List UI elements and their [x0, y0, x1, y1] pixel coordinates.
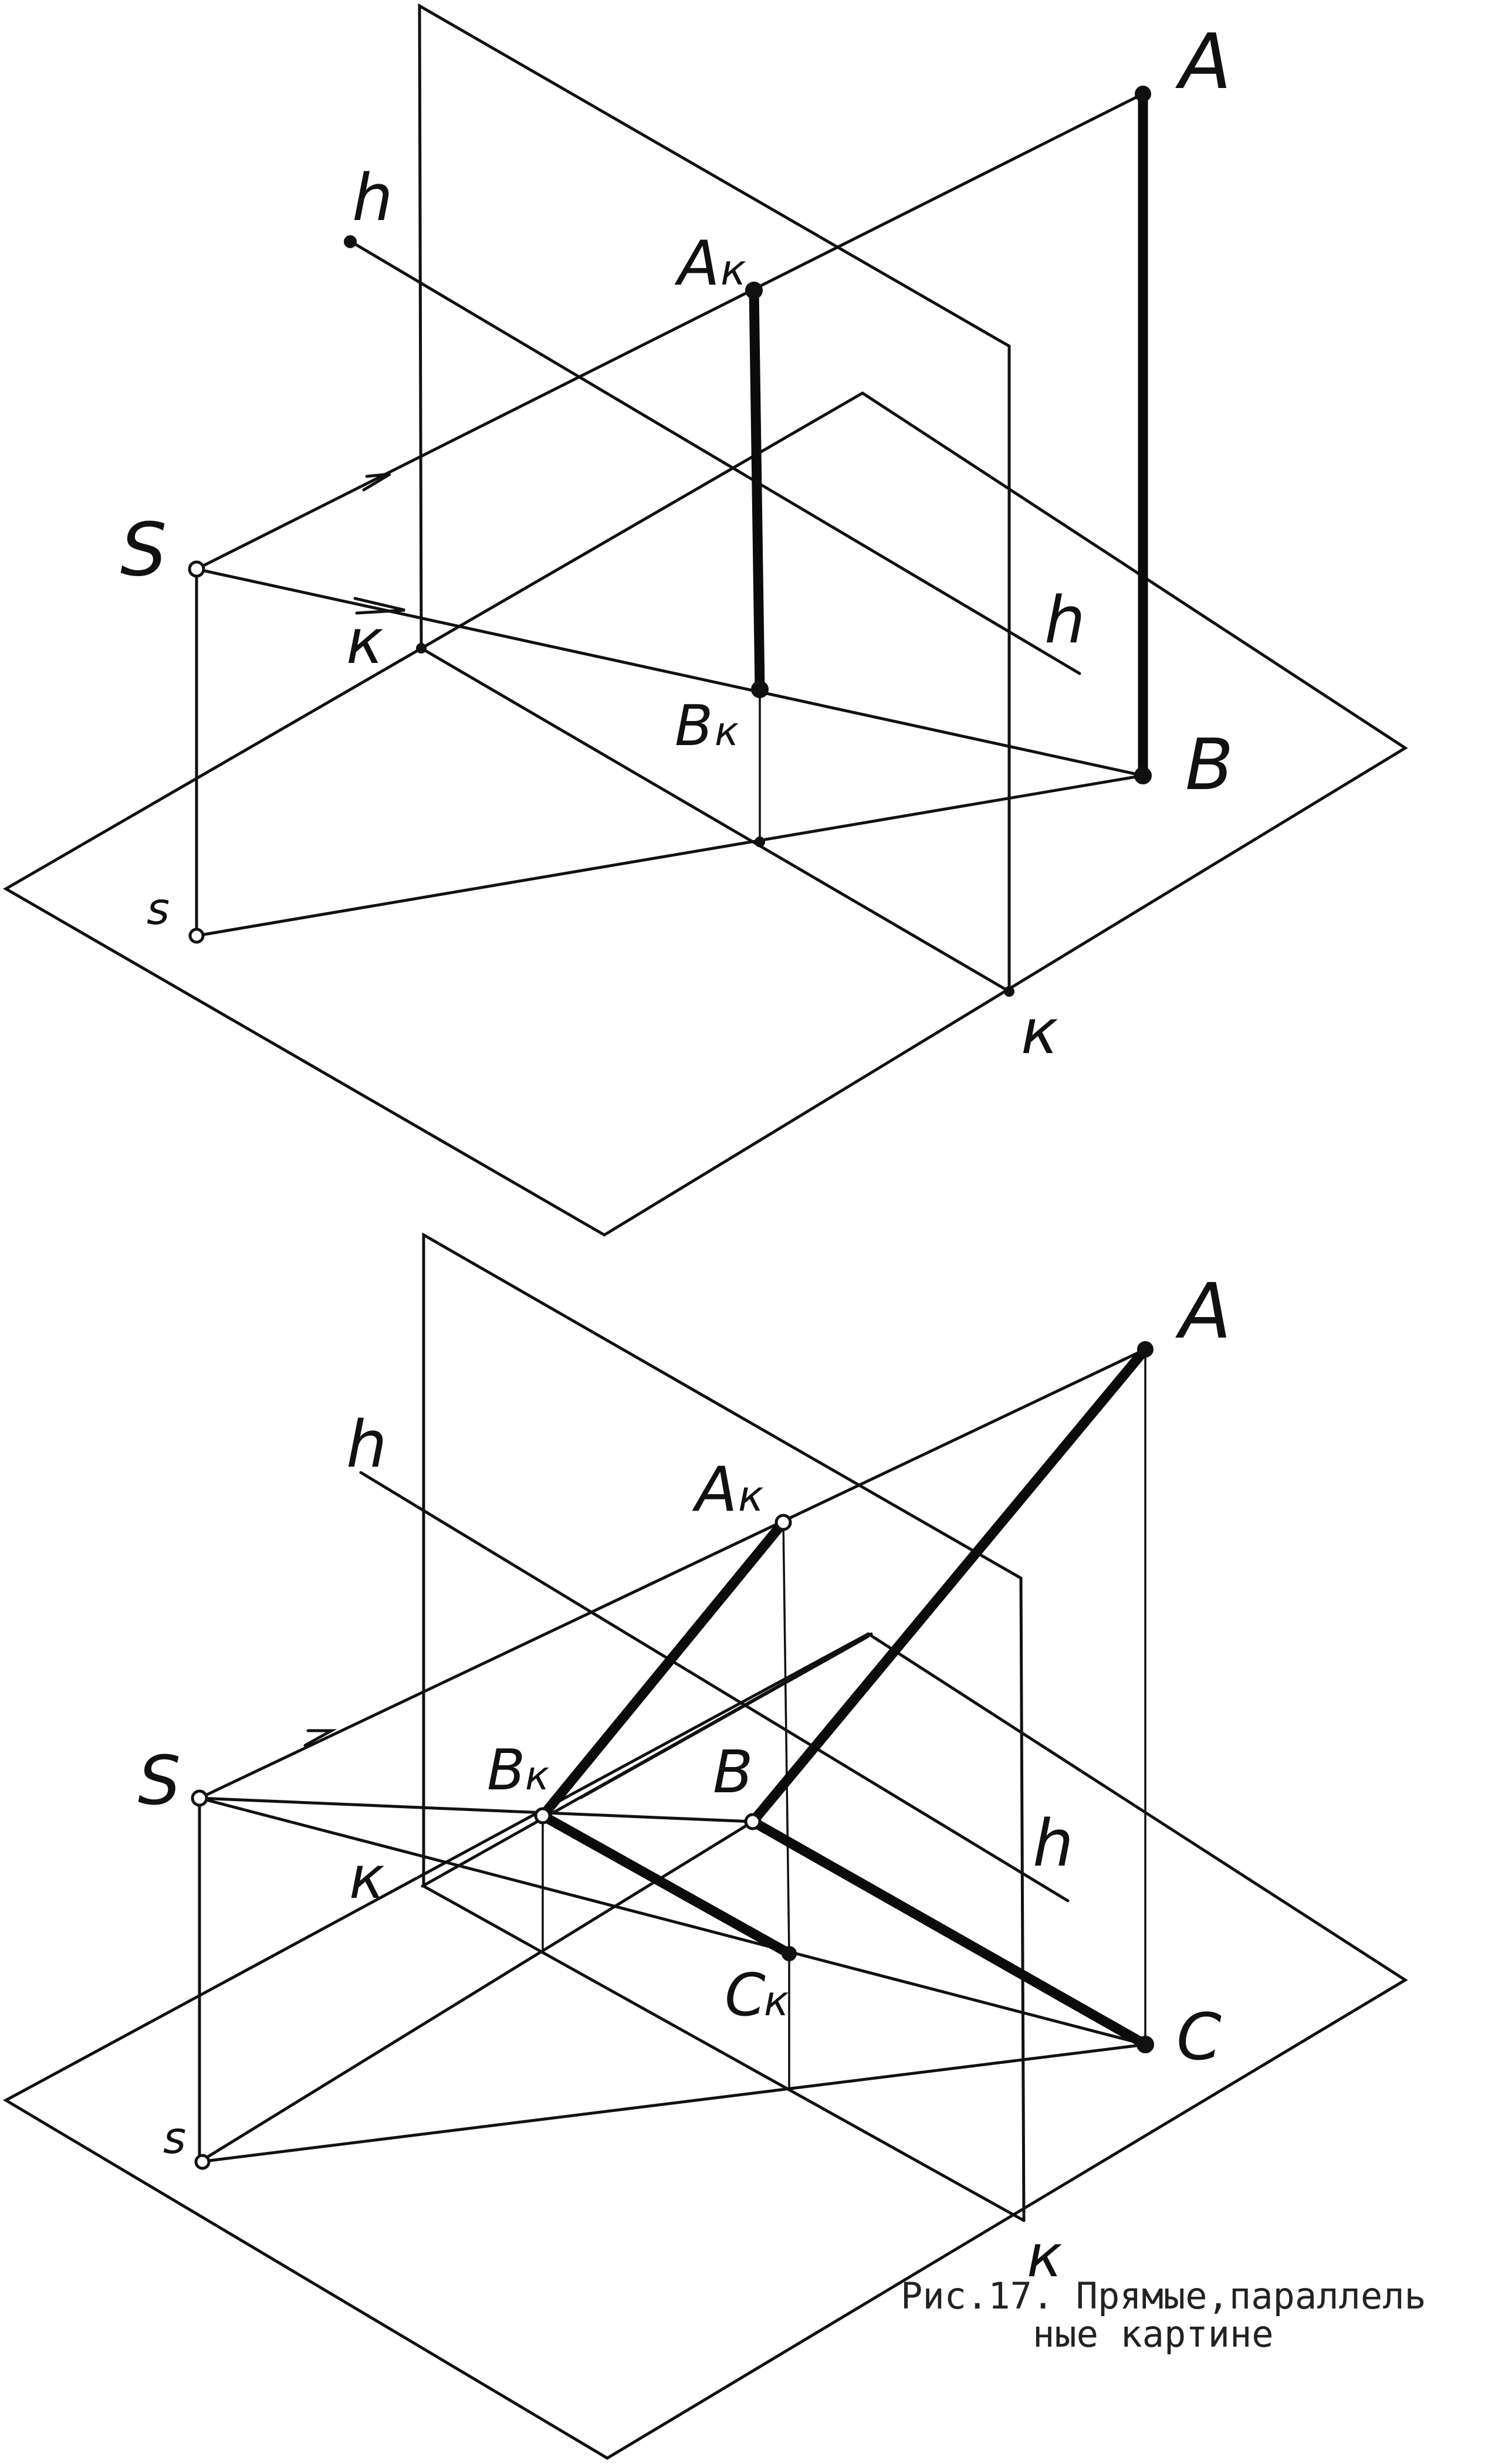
bottom-segment-BC	[748, 1816, 1151, 2050]
bottom-label-C: C	[1176, 1999, 1222, 2074]
bottom-label-k-right: к	[1027, 2222, 1062, 2290]
top-horizon-line	[347, 239, 1081, 675]
bottom-ray-sB	[198, 1820, 755, 2164]
top-label-s: s	[147, 883, 170, 935]
bottom-arrow	[303, 1729, 337, 1747]
top-point-B	[1134, 767, 1152, 784]
top-picture-plane	[418, 3, 1011, 993]
top-ground-plane	[3, 391, 1408, 1237]
top-ray-SA	[195, 92, 1145, 571]
top-label-S: S	[120, 507, 167, 593]
bottom-label-Bk-sub: к	[525, 1753, 549, 1799]
caption-line-2: ные картине	[1033, 2313, 1274, 2355]
bottom-point-A	[1137, 1341, 1154, 1358]
top-label-Bk: B	[675, 694, 713, 759]
top-label-Ak: A	[674, 228, 720, 299]
bottom-point-B	[744, 1813, 762, 1830]
bottom-segment-AkBk	[537, 1517, 789, 1821]
bottom-ground-line	[422, 1884, 1026, 2222]
caption-line-1: Рис.17. Прямые,параллель	[901, 2275, 1426, 2317]
bottom-point-C	[1137, 2036, 1154, 2053]
top-arrow-1	[362, 472, 391, 492]
top-label-Bk-sub: к	[715, 709, 739, 755]
bottom-segment-AB	[748, 1344, 1151, 1827]
bottom-segment-BkCk	[537, 1810, 794, 1959]
bottom-label-k-left: к	[349, 1843, 384, 1912]
top-diagram: A A к B B к S s h h к к	[3, 3, 1408, 1237]
bottom-label-s: s	[163, 2112, 186, 2164]
bottom-point-Ak	[774, 1514, 792, 1531]
bottom-B-plane-line	[580, 1636, 870, 1799]
top-label-A: A	[1175, 17, 1232, 106]
top-point-A	[1135, 86, 1151, 102]
figure-caption: Рис.17. Прямые,параллель ные картине	[901, 2275, 1426, 2355]
bottom-Ak-down	[782, 1521, 790, 1955]
bottom-label-B: B	[713, 1738, 753, 1806]
bottom-ray-sC	[198, 2043, 1147, 2164]
top-point-Bk	[751, 681, 769, 698]
top-label-B: B	[1185, 725, 1233, 806]
bottom-diagram: A A к B B к C C к S s h h к к	[2, 1232, 1408, 2460]
bottom-label-Ak-sub: к	[738, 1471, 764, 1521]
bottom-point-s	[194, 2154, 211, 2170]
bottom-ray-SB	[198, 1796, 755, 1823]
top-h-point	[344, 235, 357, 248]
top-point-k-left	[416, 643, 427, 654]
bottom-ray-SA	[198, 1348, 1147, 1800]
top-point-Ak	[745, 282, 763, 299]
top-trace-dot	[755, 837, 765, 847]
top-segment-AkBk	[749, 285, 765, 695]
top-point-k-right	[1004, 986, 1014, 997]
bottom-label-h-left: h	[346, 1407, 387, 1482]
top-ray-sB	[195, 774, 1145, 937]
top-point-S	[188, 560, 205, 578]
bottom-label-Ck-sub: к	[764, 1977, 789, 2025]
bottom-ray-SC	[198, 1796, 1147, 2046]
top-label-k-left: к	[346, 606, 383, 678]
top-arrow-2	[353, 597, 405, 615]
top-ray-SB	[195, 567, 1145, 777]
top-label-h-left: h	[352, 160, 393, 235]
top-label-Ak-sub: к	[721, 245, 746, 295]
bottom-label-h-right: h	[1033, 1806, 1074, 1881]
bottom-picture-plane	[422, 1232, 1026, 2222]
bottom-horizon-line	[359, 1471, 1070, 1903]
bottom-label-Ck: C	[725, 1961, 766, 2029]
bottom-ground-plane	[2, 1632, 1408, 2460]
bottom-label-Bk: B	[487, 1738, 525, 1803]
bottom-label-S: S	[138, 1742, 181, 1820]
bottom-label-A: A	[1175, 1267, 1232, 1356]
bottom-point-S	[191, 1789, 208, 1807]
bottom-label-Ak: A	[692, 1454, 738, 1525]
bottom-point-Bk	[534, 1807, 552, 1825]
top-point-s	[188, 928, 205, 944]
bottom-point-Ck	[782, 1946, 797, 1961]
top-label-h-right: h	[1044, 583, 1085, 658]
top-ground-line	[420, 647, 1011, 993]
top-label-k-right: к	[1021, 996, 1058, 1068]
